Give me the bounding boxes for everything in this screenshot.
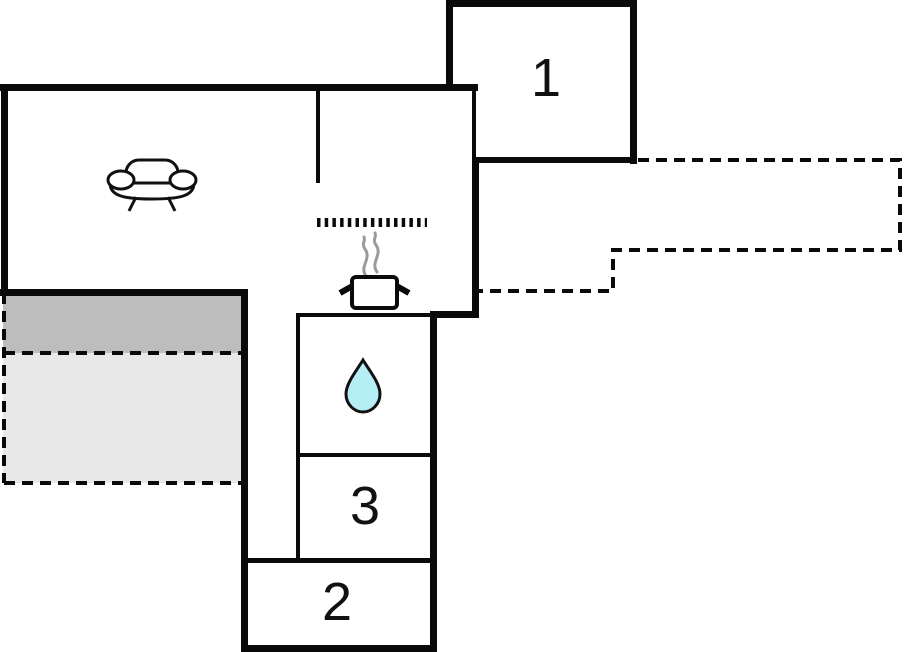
wall-right-lower: [430, 311, 437, 652]
terrace-left-light-area: [3, 353, 241, 483]
sofa-armrest-right: [168, 169, 198, 191]
partition-living-kitchen: [316, 90, 320, 183]
wall-corridor-left: [241, 289, 248, 652]
partitions: [245, 90, 435, 563]
room-3-label: 3: [350, 476, 380, 536]
wall-room1-top: [446, 0, 637, 7]
partition-corridor-right: [296, 313, 300, 563]
pot-body: [350, 275, 399, 310]
sofa-leg-left: [127, 196, 138, 212]
terrace-right: [474, 158, 902, 293]
terrace-left-dark-area: [3, 293, 241, 353]
wall-left: [1, 84, 8, 296]
cooking-pot-icon: [338, 275, 411, 310]
walls: [0, 0, 637, 652]
wall-living-bottom: [0, 289, 248, 296]
wall-room1-bottom: [472, 157, 637, 163]
wall-bottom: [241, 645, 437, 652]
water-drop-icon: [344, 357, 382, 414]
wall-top: [0, 84, 478, 91]
steam-icon: [361, 231, 380, 278]
sofa-leg-right: [166, 196, 177, 212]
wall-room1-left: [446, 0, 453, 91]
wall-room1-right: [630, 0, 637, 164]
partition-bathroom-top: [296, 313, 434, 317]
wall-kitchen-bottom: [430, 311, 479, 318]
steam-wave-left: [361, 235, 369, 278]
steam-wave-right: [372, 231, 380, 274]
partition-bathroom-room3: [298, 453, 434, 457]
terrace-left: [2, 293, 241, 485]
terrace-right-area: [474, 158, 902, 293]
sofa-armrest-left: [106, 169, 136, 191]
partition-room3-room2: [245, 558, 435, 563]
wall-kitchen-right: [472, 157, 479, 318]
room-2-label: 2: [322, 572, 352, 632]
stove-area: [338, 231, 411, 310]
room-1-label: 1: [531, 48, 561, 108]
sofa-icon: [106, 158, 198, 212]
wall-room1-left-lower: [472, 84, 476, 160]
